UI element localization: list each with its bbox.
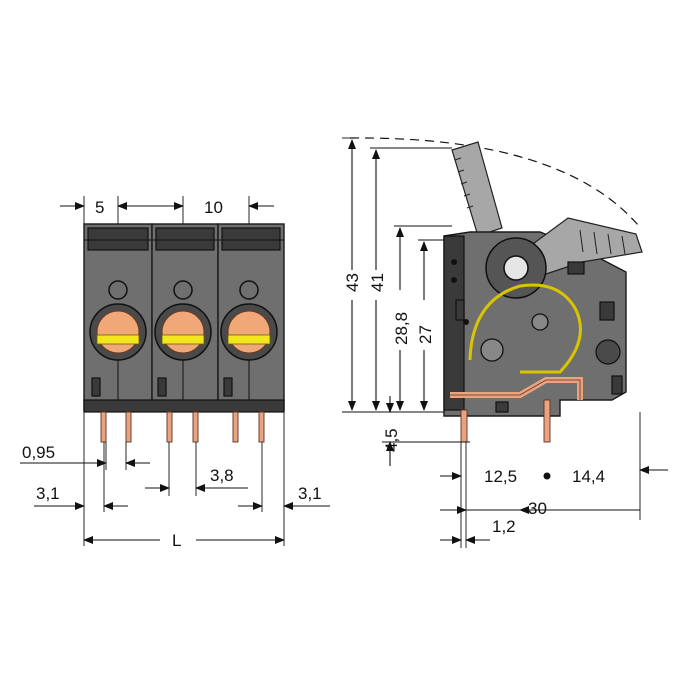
dim-pin-spacing: 3,8 bbox=[145, 442, 248, 496]
lever-open bbox=[451, 141, 503, 237]
dim-height-lever-mid-label: 41 bbox=[368, 273, 387, 292]
dim-height-inner-label: 27 bbox=[416, 325, 435, 344]
actuator-2 bbox=[154, 280, 212, 361]
dim-pin-spacing-label: 3,8 bbox=[210, 466, 234, 485]
actuator-1-marker bbox=[96, 334, 140, 345]
dim-length-label: L bbox=[172, 531, 181, 550]
actuator-1-button bbox=[96, 310, 140, 354]
front-actuators bbox=[89, 280, 278, 400]
dim-edge-right-label: 3,1 bbox=[298, 484, 322, 503]
dim-edge-left-label: 3,1 bbox=[36, 484, 60, 503]
dim-pin-length: 4,5 bbox=[382, 396, 470, 466]
dim-height-body-label: 28,8 bbox=[392, 312, 411, 345]
actuator-2-button bbox=[161, 310, 205, 354]
dim-pin-length-label: 4,5 bbox=[382, 428, 401, 452]
front-view: 5 10 0,95 3,8 3, bbox=[20, 196, 330, 550]
actuator-2-marker bbox=[161, 334, 205, 345]
actuator-3-button bbox=[227, 310, 271, 354]
dim-pitch-right-label: 10 bbox=[204, 198, 223, 217]
dim-heights: 43 41 28,8 27 bbox=[342, 137, 452, 413]
lever-swing-arc bbox=[349, 137, 639, 226]
dim-height-lever-open-label: 43 bbox=[343, 273, 362, 292]
dim-pin-width: 0,95 bbox=[20, 442, 150, 470]
dim-length: L bbox=[83, 531, 285, 550]
dim-depth-label: 30 bbox=[528, 499, 547, 518]
side-pin-rear bbox=[543, 399, 551, 443]
actuator-3 bbox=[220, 280, 278, 361]
dim-pitch: 5 10 bbox=[60, 196, 274, 224]
lever-closed bbox=[485, 217, 643, 299]
dim-edges: 3,1 3,1 bbox=[34, 412, 330, 546]
side-pin-front bbox=[460, 409, 468, 443]
actuator-3-marker bbox=[227, 334, 271, 345]
dim-depths: 12,5 14,4 30 1,2 bbox=[440, 412, 668, 548]
dim-rear-offset-label: 14,4 bbox=[572, 467, 605, 486]
dim-pin-width-label: 0,95 bbox=[22, 443, 55, 462]
dim-pitch-left-label: 5 bbox=[95, 198, 104, 217]
dim-pin-offset-label: 1,2 bbox=[492, 517, 516, 536]
clamping-spring bbox=[468, 283, 582, 374]
dim-pin-distance-label: 12,5 bbox=[484, 467, 517, 486]
side-view: 43 41 28,8 27 4,5 12,5 14,4 bbox=[342, 137, 668, 548]
front-pins bbox=[100, 411, 265, 443]
